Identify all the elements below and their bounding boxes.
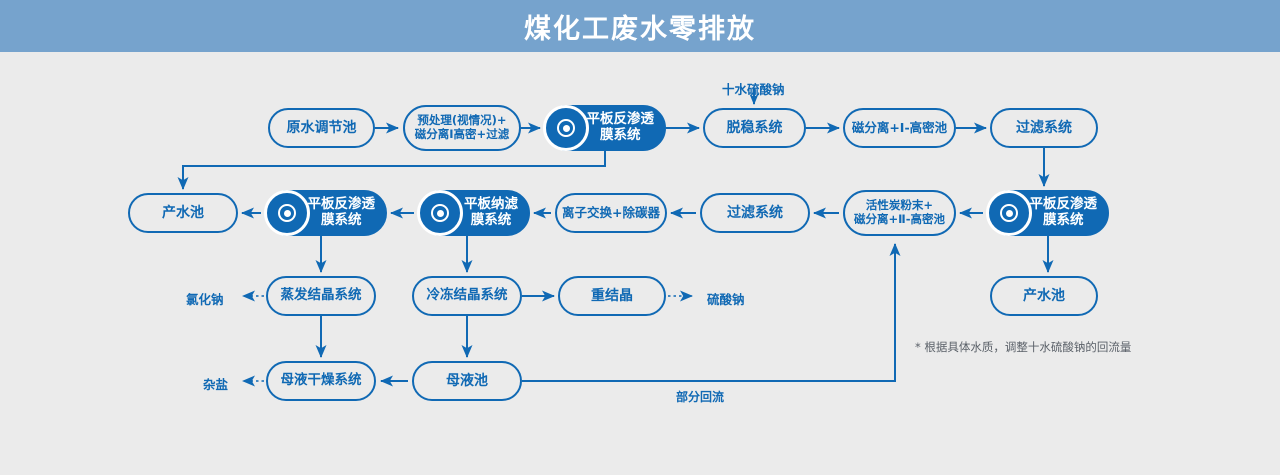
node-recrystallize[interactable]: 重结晶 <box>558 276 666 316</box>
label-partial-reflux: 部分回流 <box>676 390 725 404</box>
node-label: 离子交换+除碳器 <box>562 204 660 220</box>
label-glauber-salt: 十水硫酸钠 <box>722 82 785 97</box>
label-sodium-sulfate: 硫酸钠 <box>707 292 745 307</box>
node-carbon-magsep-2[interactable]: 活性炭粉末+ 磁分离+Ⅱ-高密池 <box>843 190 956 236</box>
node-label: 蒸发结晶系统 <box>280 287 362 304</box>
node-label: 磁分离+Ⅰ-高密池 <box>851 119 948 135</box>
node-raw-water-tank[interactable]: 原水调节池 <box>268 108 375 148</box>
node-destabilize[interactable]: 脱稳系统 <box>703 108 806 148</box>
node-label: 产水池 <box>1023 287 1065 304</box>
node-flat-nf[interactable]: 平板纳滤 膜系统 <box>417 190 530 236</box>
node-ion-exchange[interactable]: 离子交换+除碳器 <box>555 193 667 233</box>
node-product-water-1[interactable]: 产水池 <box>128 193 238 233</box>
label-sodium-chloride: 氯化钠 <box>186 292 224 307</box>
node-mother-liquor-dryer[interactable]: 母液干燥系统 <box>266 361 376 401</box>
node-pretreatment[interactable]: 预处理(视情况)+ 磁分离Ⅰ高密+过滤 <box>403 105 521 151</box>
page-title: 煤化工废水零排放 <box>524 13 756 45</box>
node-label: 平板反渗透 膜系统 <box>307 196 376 228</box>
label-mixed-salt: 杂盐 <box>203 377 229 392</box>
membrane-disc-icon <box>543 105 589 151</box>
node-magsep-1[interactable]: 磁分离+Ⅰ-高密池 <box>843 108 956 148</box>
conn-ro1-productwater1 <box>177 151 606 190</box>
node-product-water-2[interactable]: 产水池 <box>990 276 1098 316</box>
node-label: 冷冻结晶系统 <box>426 287 508 304</box>
membrane-disc-icon <box>986 190 1032 236</box>
node-filtration-mid[interactable]: 过滤系统 <box>700 193 810 233</box>
node-flat-ro-3[interactable]: 平板反渗透 膜系统 <box>986 190 1109 236</box>
node-label: 产水池 <box>162 204 204 221</box>
node-label: 平板反渗透 膜系统 <box>1029 196 1098 228</box>
membrane-disc-icon <box>417 190 463 236</box>
node-label: 脱稳系统 <box>726 119 783 136</box>
node-label: 过滤系统 <box>727 204 783 221</box>
node-label: 平板反渗透 膜系统 <box>586 111 655 143</box>
node-evap-cryst[interactable]: 蒸发结晶系统 <box>266 276 376 316</box>
conn-partial-reflux <box>522 243 901 382</box>
node-label: 平板纳滤 膜系统 <box>464 196 518 228</box>
node-freeze-cryst[interactable]: 冷冻结晶系统 <box>412 276 522 316</box>
node-label: 原水调节池 <box>286 119 357 136</box>
title-bar: 煤化工废水零排放 <box>0 0 1280 52</box>
node-label: 重结晶 <box>591 287 633 304</box>
node-label: 预处理(视情况)+ 磁分离Ⅰ高密+过滤 <box>414 113 510 141</box>
node-label: 活性炭粉末+ 磁分离+Ⅱ-高密池 <box>854 198 945 226</box>
node-filtration-top[interactable]: 过滤系统 <box>990 108 1098 148</box>
node-flat-ro-1[interactable]: 平板反渗透 膜系统 <box>543 105 666 151</box>
node-mother-liquor-tank[interactable]: 母液池 <box>412 361 522 401</box>
flowchart-canvas: 原水调节池 预处理(视情况)+ 磁分离Ⅰ高密+过滤 平板反渗透 膜系统 脱稳系统… <box>0 52 1280 475</box>
node-label: 母液池 <box>446 372 488 389</box>
node-label: 母液干燥系统 <box>280 372 362 389</box>
node-flat-ro-2[interactable]: 平板反渗透 膜系统 <box>264 190 387 236</box>
node-label: 过滤系统 <box>1016 119 1072 136</box>
membrane-disc-icon <box>264 190 310 236</box>
connector-layer <box>177 88 1054 387</box>
note-glauber-reflux: * 根据具体水质，调整十水硫酸钠的回流量 <box>915 340 1132 354</box>
